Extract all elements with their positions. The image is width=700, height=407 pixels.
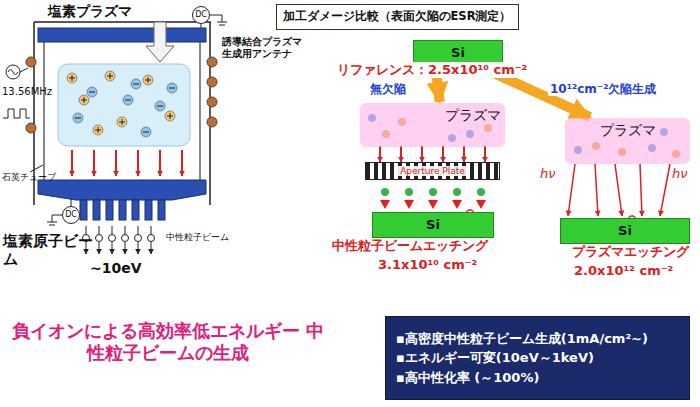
grid-bars xyxy=(80,200,165,220)
top-electrode xyxy=(38,28,206,42)
si-wafer: Si xyxy=(560,218,690,244)
reference-label: リファレンス：2.5x10¹⁰ cm⁻² xyxy=(335,62,529,78)
result-note: 10¹²cm⁻²欠陥生成 xyxy=(548,82,658,96)
dc-source: DC xyxy=(192,6,210,24)
quartz-tube xyxy=(44,42,200,180)
energy-label: ~10eV xyxy=(90,260,142,277)
photon-label: hν xyxy=(672,166,688,182)
defect-density: 3.1x10¹⁰ cm⁻² xyxy=(378,257,477,273)
node-label: 加工ダメージ比較（表面欠陥のESR測定） xyxy=(283,10,512,24)
neutral-beam-arrows xyxy=(83,226,155,254)
dc-source: DC xyxy=(62,206,80,224)
node-label: プラズマ xyxy=(600,122,656,139)
chamber-casing xyxy=(34,22,210,205)
node-label: Aperture Plate xyxy=(398,166,467,177)
node-label: Si xyxy=(426,217,440,233)
photon-label: hν xyxy=(540,166,556,182)
beam-title: 塩素原子ビーム xyxy=(3,232,101,268)
plasma-region: プラズマ xyxy=(565,118,690,164)
antenna-label: 誘導結合プラズマ 生成用アンテナ xyxy=(222,36,314,60)
node-label: プラズマ xyxy=(445,107,501,124)
node-label: DC xyxy=(195,10,207,20)
feature-box: ▪高密度中性粒子ビーム生成(1mA/cm²~) ▪エネルギー可変(10eV～1ke… xyxy=(385,316,690,400)
title-box: 加工ダメージ比較（表面欠陥のESR測定） xyxy=(276,4,519,30)
si-wafer: Si xyxy=(372,212,494,238)
node-label: Si xyxy=(451,45,465,61)
feature-item: ▪高密度中性粒子ビーム生成(1mA/cm²~) xyxy=(396,331,648,347)
plasma-label: 塩素プラズマ xyxy=(48,3,132,20)
node-label: Si xyxy=(618,223,632,239)
chamber-plasma xyxy=(58,64,190,146)
antenna-coil xyxy=(26,57,217,133)
node-label: DC xyxy=(65,210,77,220)
gas-inlet-arrow xyxy=(146,22,174,62)
leader-line xyxy=(30,165,43,172)
plasma-region: プラズマ xyxy=(360,103,505,147)
beam-label: 中性粒子ビーム xyxy=(166,232,229,243)
aperture-plate: Aperture Plate xyxy=(365,162,500,180)
ion-flow-arrows xyxy=(72,150,182,176)
frequency-label: 13.56MHz xyxy=(2,86,52,98)
bottom-electrode xyxy=(38,180,206,200)
result-note: 無欠陥 xyxy=(368,82,408,96)
uv-rays xyxy=(568,164,670,216)
ion-symbols xyxy=(67,71,177,137)
feature-item: ▪高中性化率 (～100%) xyxy=(396,370,539,386)
summary-heading: 負イオンによる高効率低エネルギー 中性粒子ビームの生成 xyxy=(8,320,328,363)
tube-label: 石英チューブ xyxy=(2,172,56,183)
method-label: 中性粒子ビームエッチング xyxy=(332,238,488,254)
method-label: プラズマエッチング xyxy=(572,244,689,260)
defect-density: 2.0x10¹² cm⁻² xyxy=(574,263,673,279)
neutral-particles xyxy=(380,188,486,209)
feature-item: ▪エネルギー可変(10eV～1keV) xyxy=(396,350,594,366)
